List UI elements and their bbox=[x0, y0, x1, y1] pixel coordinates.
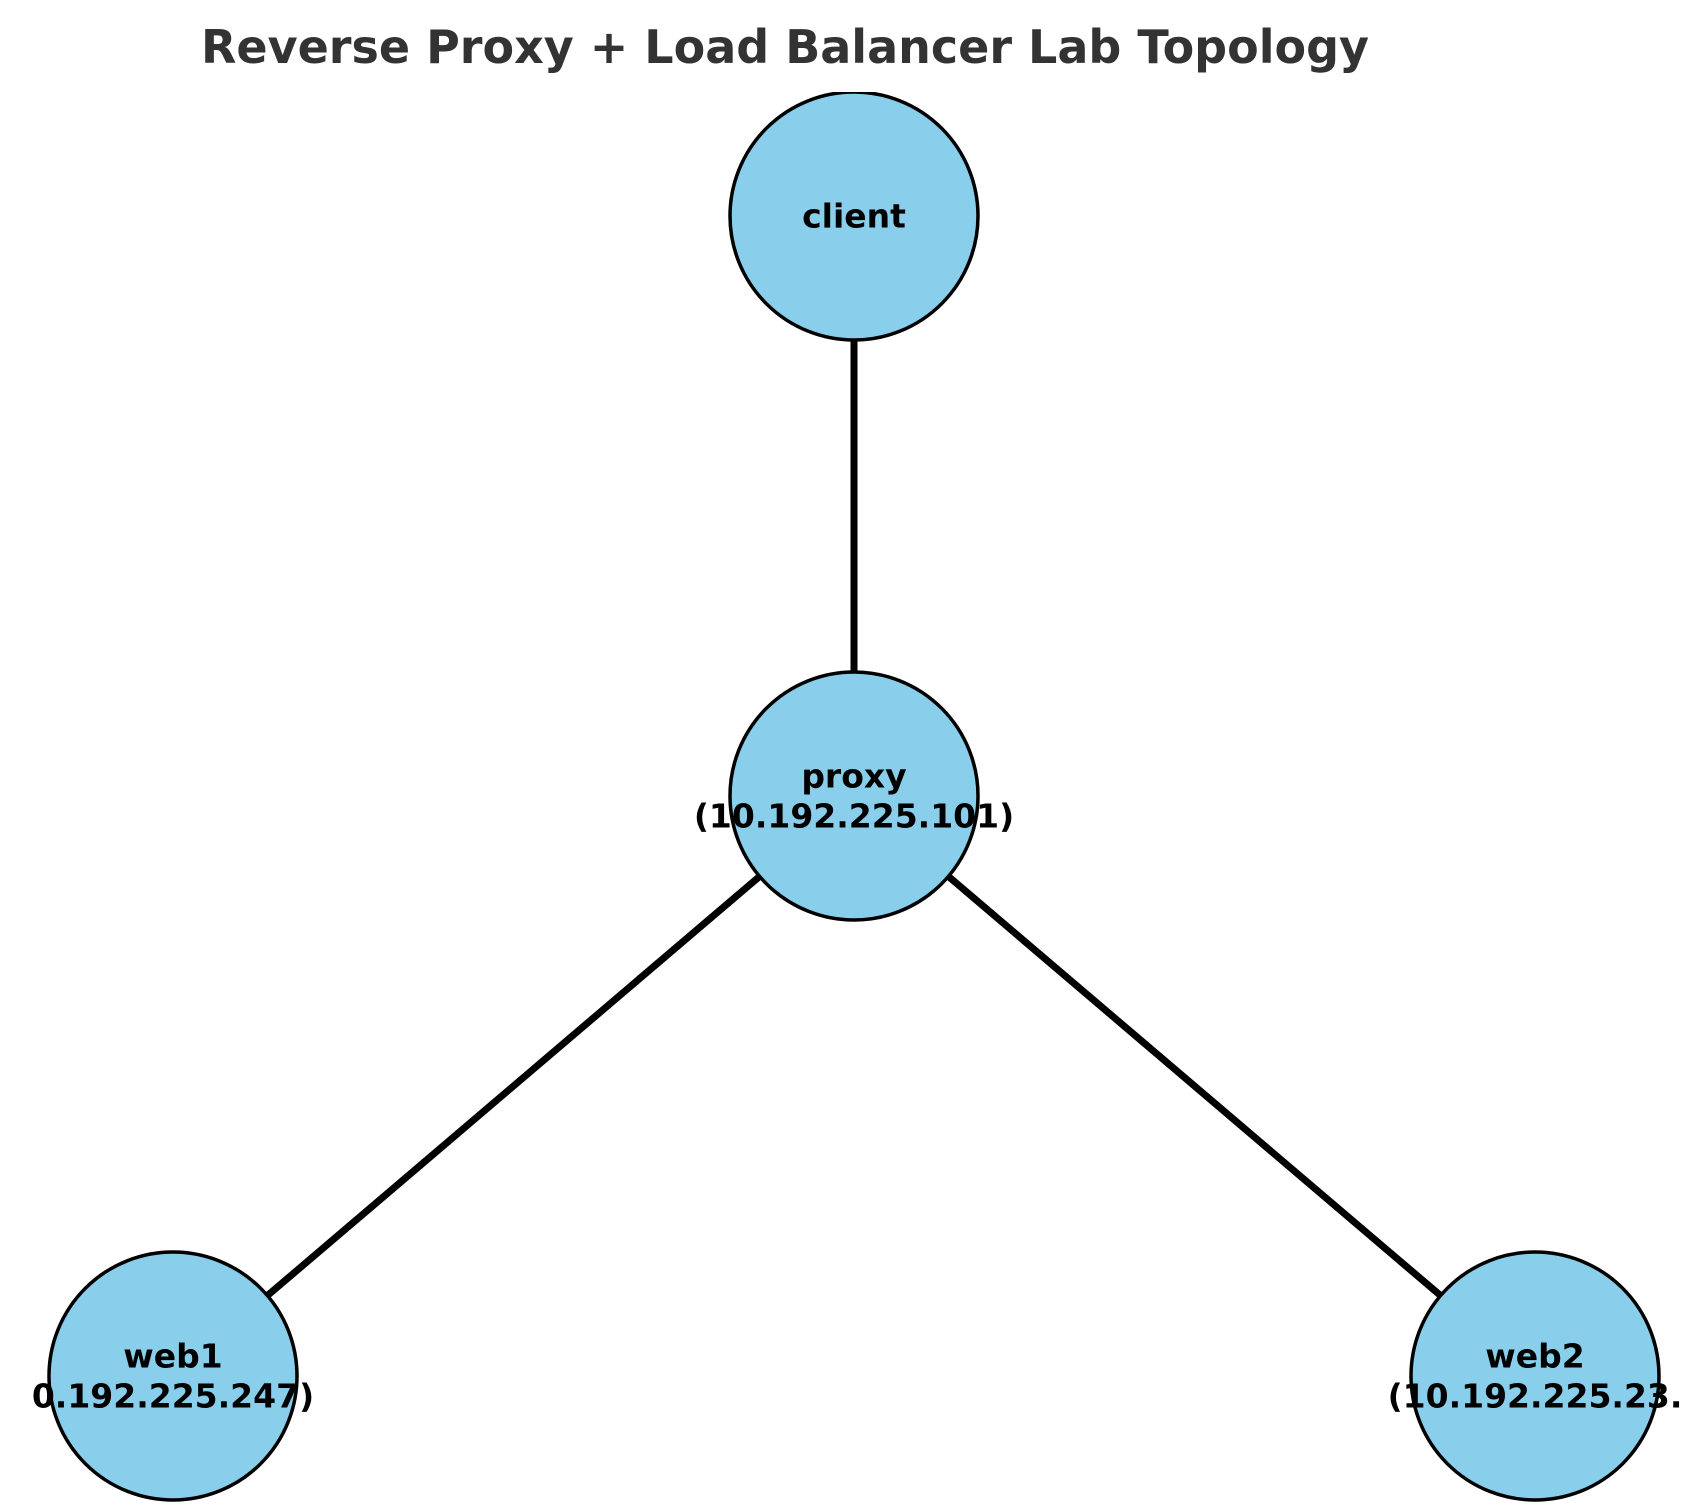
node-circle-proxy bbox=[728, 670, 980, 922]
nodes-layer: client proxy(10.192.225.101) web10.192.225… bbox=[32, 92, 1683, 1502]
node-circle-web2 bbox=[1409, 1250, 1661, 1502]
node-proxy: proxy(10.192.225.101) bbox=[694, 670, 1014, 922]
node-label-web1-line-1: web1 bbox=[123, 1337, 222, 1376]
node-circle-web1 bbox=[47, 1250, 299, 1502]
node-web2: web2(10.192.225.23. bbox=[1388, 1250, 1683, 1502]
edge-proxy-web2 bbox=[946, 873, 1443, 1299]
node-circle-client bbox=[728, 92, 980, 342]
diagram-title: Reverse Proxy + Load Balancer Lab Topolo… bbox=[200, 20, 1369, 74]
node-label-web2-line-1: web2 bbox=[1485, 1337, 1584, 1376]
node-label-proxy-line-1: proxy bbox=[801, 757, 906, 796]
node-label-proxy-line-2: (10.192.225.101) bbox=[694, 797, 1014, 836]
node-client: client bbox=[728, 92, 980, 342]
node-label-client-line-1: client bbox=[802, 197, 906, 236]
node-label-web1-line-2: 0.192.225.247) bbox=[32, 1377, 314, 1416]
edges-layer bbox=[265, 340, 1443, 1299]
node-label-web2-line-2: (10.192.225.23. bbox=[1388, 1377, 1683, 1416]
edge-proxy-web1 bbox=[265, 873, 762, 1299]
